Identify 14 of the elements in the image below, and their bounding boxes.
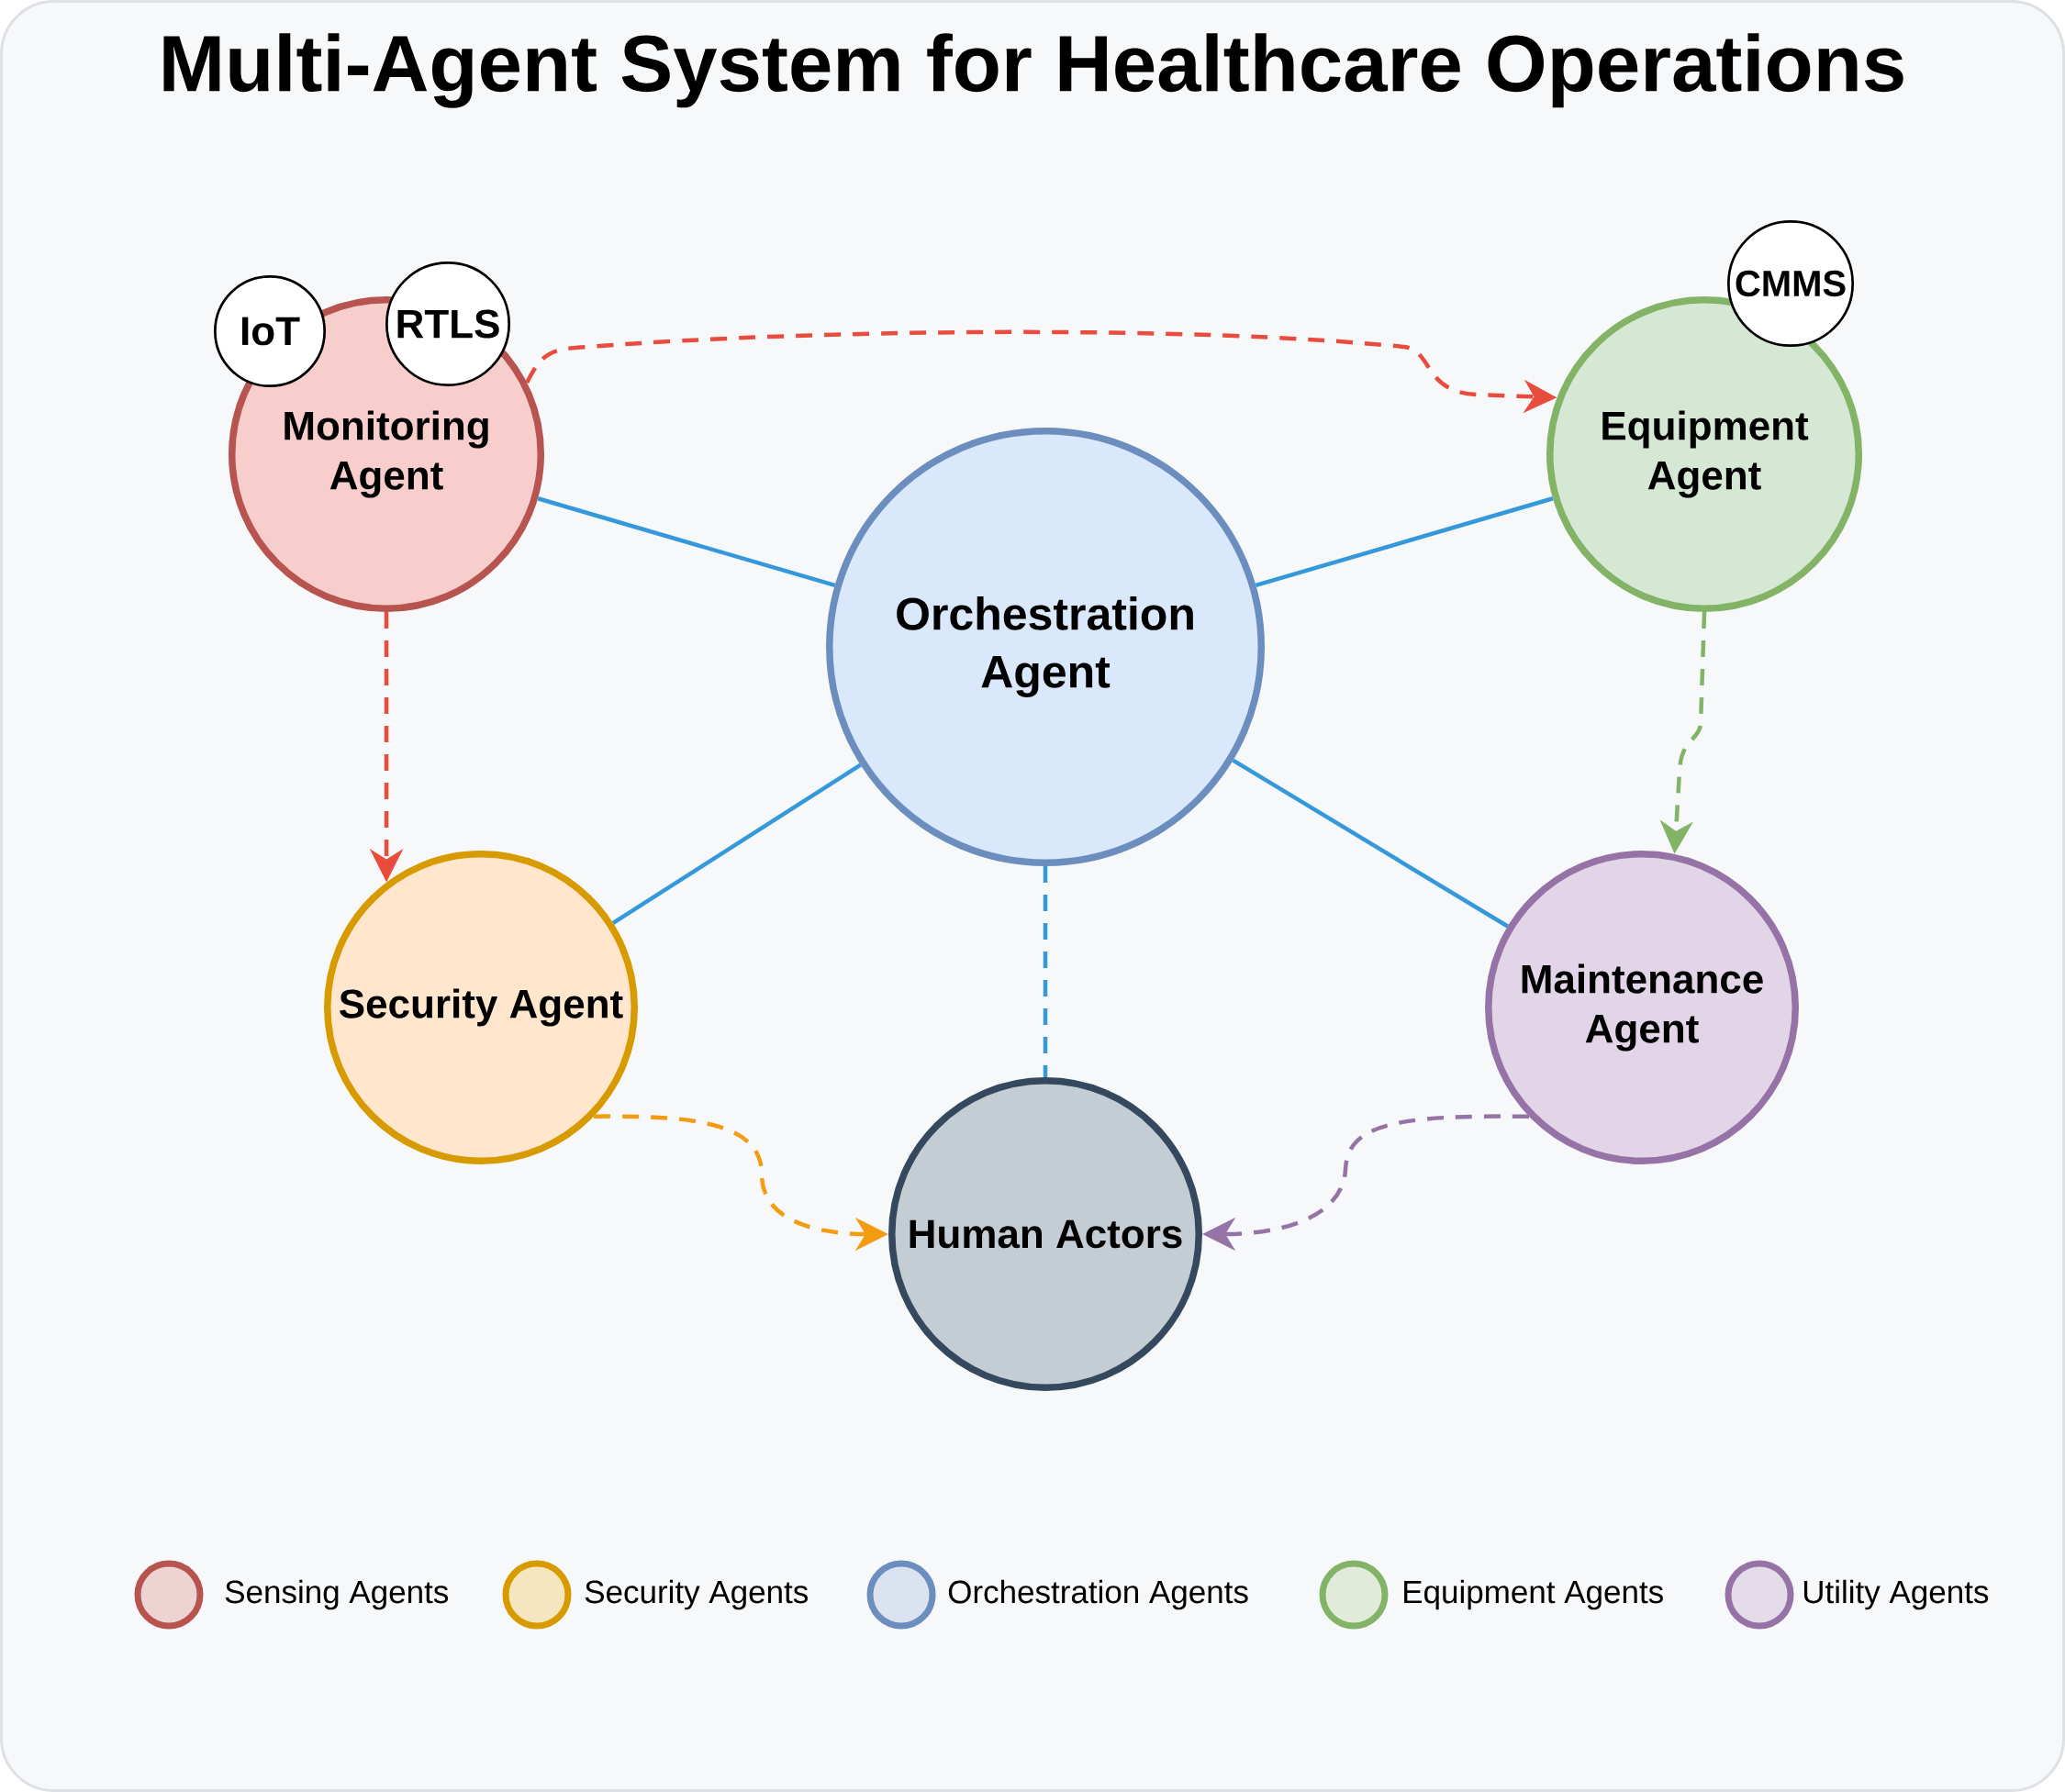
connector-line: [1232, 758, 1509, 929]
title: Multi-Agent System for Healthcare Operations: [163, 33, 1903, 108]
legend-label: Equipment Agents: [1404, 1579, 1663, 1610]
system-badge: RTLS: [385, 262, 510, 386]
system-badge: CMMS: [1727, 220, 1854, 347]
connector-line: [611, 762, 862, 925]
connector-line: [1043, 866, 1048, 1077]
connector-line: [537, 496, 836, 588]
legend-label: Orchestration Agents: [948, 1579, 1248, 1610]
connector-line: [1255, 496, 1554, 588]
legend-label: Utility Agents: [1803, 1579, 1989, 1610]
system-badge: IoT: [214, 275, 326, 387]
legend-label: Sensing Agents: [225, 1579, 449, 1610]
legend-label: Security Agents: [585, 1579, 808, 1610]
